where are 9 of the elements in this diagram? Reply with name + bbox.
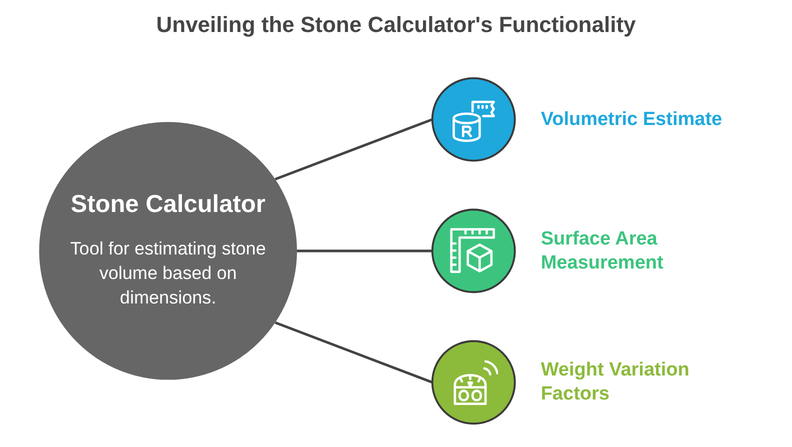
connector-line (274, 118, 433, 181)
feature-label: Surface Area Measurement (540, 227, 664, 275)
node-description: Tool for estimating stone volume based on dimensions. (70, 236, 266, 309)
connector-line (296, 250, 432, 252)
diagram-title: Unveiling the Stone Calculator's Functionality (156, 12, 636, 38)
feature-label: Weight Variation Factors (540, 358, 690, 406)
connector-line (274, 321, 433, 384)
node-heading: Stone Calculator (70, 191, 266, 220)
feature-label: Volumetric Estimate (540, 108, 722, 132)
